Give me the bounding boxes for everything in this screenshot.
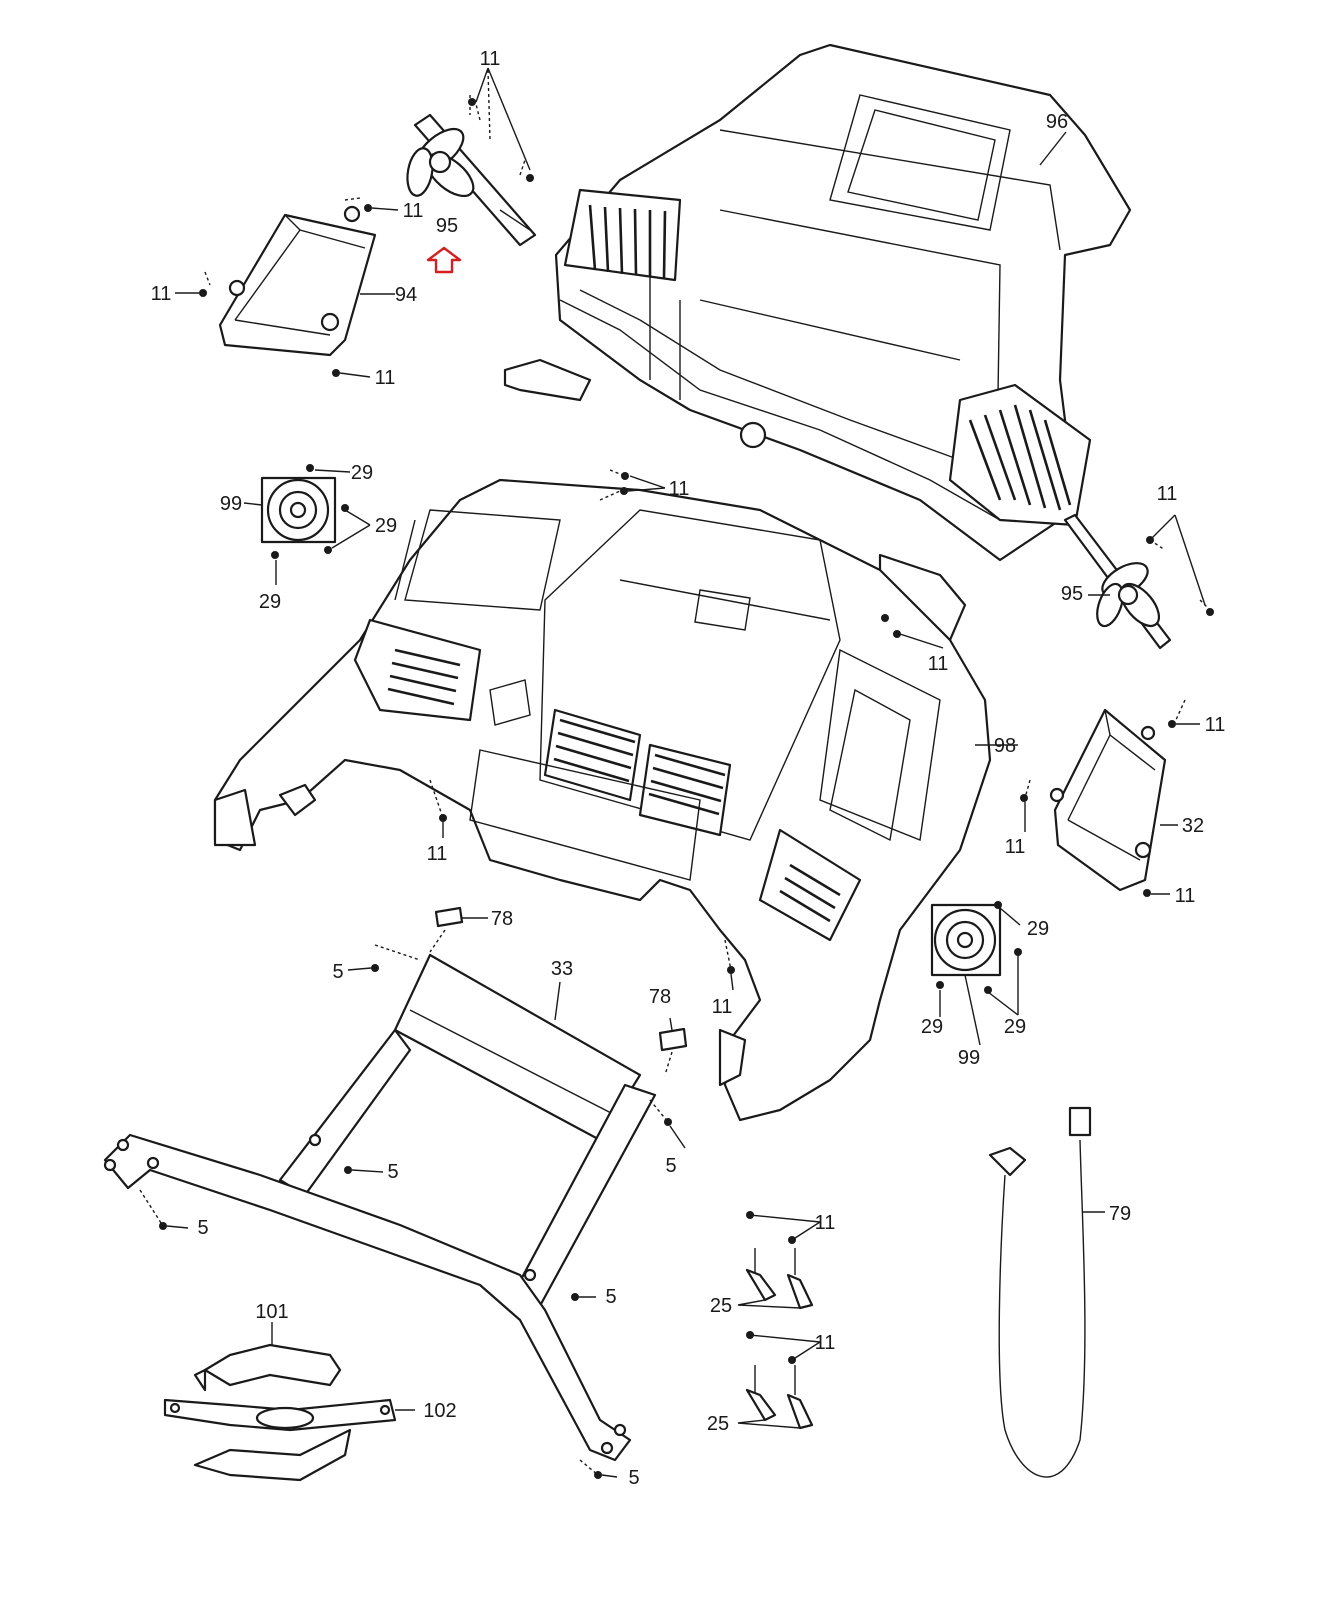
callout-29: 29 (1004, 1016, 1026, 1038)
chest-strap-transmitter-part-102 (163, 1398, 397, 1432)
callout-29: 29 (921, 1016, 943, 1038)
callout-5: 5 (628, 1467, 639, 1489)
chest-strap-part-101 (193, 1343, 352, 1482)
callout-11: 11 (375, 367, 396, 389)
crossbar-frame (103, 1133, 632, 1462)
callout-33: 33 (551, 958, 573, 980)
cup-holder-part-94 (204, 197, 377, 357)
callout-29: 29 (351, 462, 373, 484)
console-base-part-98 (213, 478, 992, 1122)
callout-78: 78 (649, 986, 671, 1008)
callout-29: 29 (259, 591, 281, 613)
callout-98: 98 (994, 735, 1016, 757)
callout-95-highlighted: 95 (436, 215, 458, 237)
dashed-guides (139, 69, 1186, 1476)
callout-96: 96 (1046, 111, 1068, 133)
callout-29: 29 (1027, 918, 1049, 940)
cup-holder-part-32 (1049, 708, 1167, 892)
bolt-set-part-25 (745, 1211, 814, 1430)
fan-part-95-right (1063, 513, 1214, 650)
safety-key-part-79 (988, 1106, 1092, 1478)
callout-11: 11 (815, 1212, 836, 1234)
callout-25: 25 (707, 1413, 729, 1435)
callout-11: 11 (427, 843, 448, 865)
console-cover-part-96 (503, 43, 1132, 642)
callout-25: 25 (710, 1295, 732, 1317)
highlight-arrow-icon (426, 246, 462, 274)
callout-11: 11 (480, 48, 501, 70)
speaker-part-99-top (260, 464, 349, 559)
callout-5: 5 (387, 1161, 398, 1183)
callout-79: 79 (1109, 1203, 1131, 1225)
callout-5: 5 (332, 961, 343, 983)
callout-102: 102 (423, 1400, 456, 1422)
callout-99: 99 (958, 1047, 980, 1069)
callout-5: 5 (197, 1217, 208, 1239)
callout-78: 78 (491, 908, 513, 930)
callout-99: 99 (220, 493, 242, 515)
callout-11: 11 (403, 200, 424, 222)
speaker-part-99-bottom (930, 901, 1022, 994)
callout-11: 11 (1205, 714, 1226, 736)
callout-5: 5 (665, 1155, 676, 1177)
callout-95: 95 (1061, 583, 1083, 605)
bracket-part-33 (278, 953, 657, 1317)
clip-part-78 (434, 906, 688, 1052)
callout-11: 11 (815, 1332, 836, 1354)
callout-5: 5 (605, 1286, 616, 1308)
callout-11: 11 (669, 478, 690, 500)
callout-11: 11 (151, 283, 172, 305)
callout-101: 101 (255, 1301, 288, 1323)
fan-part-95-left (406, 95, 537, 247)
callout-11: 11 (928, 653, 949, 675)
leader-lines (166, 67, 1206, 1478)
callout-94: 94 (395, 284, 417, 306)
callout-11: 11 (712, 996, 733, 1018)
callout-32: 32 (1182, 815, 1204, 837)
callout-29: 29 (375, 515, 397, 537)
callout-11: 11 (1175, 885, 1196, 907)
callout-11: 11 (1157, 483, 1178, 505)
callout-11: 11 (1005, 836, 1026, 858)
callout-labels: 11 96 11 95 11 94 11 29 99 29 29 11 11 9… (151, 48, 1226, 1489)
